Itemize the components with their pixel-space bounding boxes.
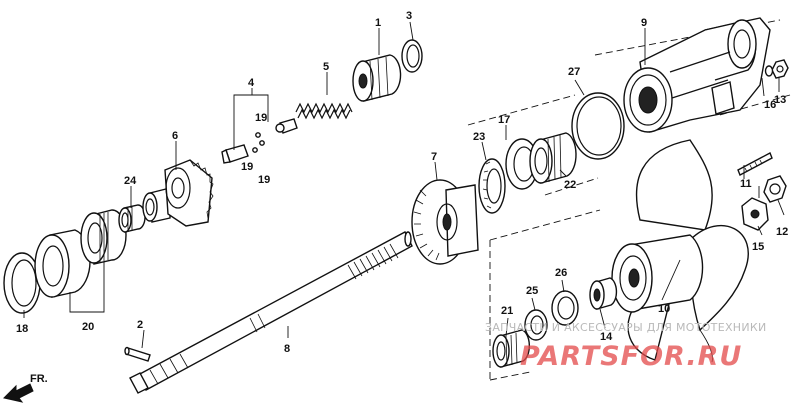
callout-11: 11 xyxy=(740,178,752,190)
callout-7: 7 xyxy=(431,151,437,163)
callout-22: 22 xyxy=(564,179,576,191)
part-10-propeller xyxy=(611,139,749,363)
watermark: ЗАПЧАСТИ И АКСЕССУАРЫ ДЛЯ МОТОТЕХНИКИ PA… xyxy=(485,321,767,372)
part-9-bearing-holder xyxy=(623,17,771,133)
callout-19-c: 19 xyxy=(258,174,270,186)
callout-6: 6 xyxy=(172,130,178,142)
callout-9: 9 xyxy=(641,17,647,29)
callout-24: 24 xyxy=(124,175,137,187)
part-12-nut xyxy=(763,175,787,203)
part-3-ring xyxy=(401,39,423,73)
front-direction-indicator: FR. xyxy=(3,373,48,403)
callout-2: 2 xyxy=(137,319,143,331)
part-26-seal xyxy=(551,290,579,326)
part-2-pin xyxy=(124,346,151,362)
part-4-plunger-group xyxy=(221,118,298,164)
callout-8: 8 xyxy=(284,343,290,355)
front-direction-label: FR. xyxy=(30,373,48,385)
part-14-spacer xyxy=(589,277,618,310)
part-1-clutch-dog xyxy=(352,54,402,102)
callout-25: 25 xyxy=(526,285,538,297)
part-18-seal xyxy=(3,252,41,314)
part-5-spring xyxy=(295,102,353,120)
callout-labels: 1 3 4 5 19 19 19 6 24 7 23 17 22 27 9 13… xyxy=(16,10,788,355)
part-20-bearing-set xyxy=(34,209,127,298)
part-15-lock-washer xyxy=(741,197,769,231)
callout-5: 5 xyxy=(323,61,329,73)
callout-27: 27 xyxy=(568,66,580,78)
part-6-pinion-gear xyxy=(142,159,214,227)
watermark-caption: ЗАПЧАСТИ И АКСЕССУАРЫ ДЛЯ МОТОТЕХНИКИ xyxy=(485,321,767,334)
callout-1: 1 xyxy=(375,17,381,29)
callout-4: 4 xyxy=(248,77,255,89)
part-7-bevel-gear xyxy=(411,179,479,265)
watermark-logo: PARTSFOR.RU xyxy=(520,341,742,372)
part-23-thrust-bearing xyxy=(478,158,506,214)
callout-15: 15 xyxy=(752,241,764,253)
callout-19-a: 19 xyxy=(255,112,267,124)
callout-19-b: 19 xyxy=(241,161,253,173)
callout-23: 23 xyxy=(473,131,485,143)
callout-12: 12 xyxy=(776,226,788,238)
leader-lines xyxy=(23,21,785,349)
callout-21: 21 xyxy=(501,305,513,317)
part-22-bearing xyxy=(529,132,577,184)
part-27-o-ring xyxy=(571,92,625,160)
part-24-needle-bearing xyxy=(118,204,146,233)
part-13-nut xyxy=(764,59,789,79)
callout-10: 10 xyxy=(658,303,670,315)
callout-26: 26 xyxy=(555,267,567,279)
callout-3: 3 xyxy=(406,10,412,22)
callout-17: 17 xyxy=(498,114,510,126)
callout-20: 20 xyxy=(82,321,94,333)
callout-14: 14 xyxy=(600,331,613,343)
part-21-needle-bearing xyxy=(492,329,531,368)
part-16-stud xyxy=(737,152,773,176)
part-25-seal xyxy=(524,309,548,341)
callout-13: 13 xyxy=(774,94,786,106)
callout-16: 16 xyxy=(764,99,776,111)
part-8-propeller-shaft xyxy=(129,231,413,394)
front-arrow-icon xyxy=(3,383,34,403)
callout-18: 18 xyxy=(16,323,28,335)
